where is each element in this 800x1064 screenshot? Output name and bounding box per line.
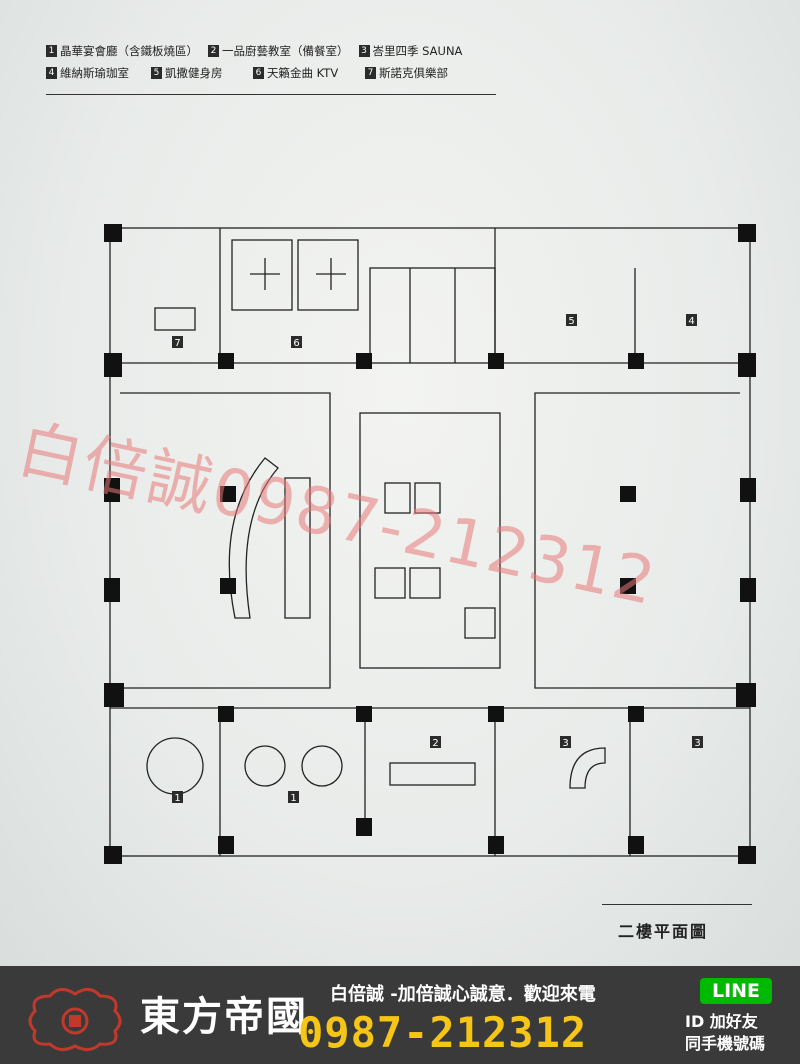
legend-num: 4 <box>46 67 57 79</box>
spiral-staircase <box>228 457 279 619</box>
room-marker-7: 7 <box>174 338 180 349</box>
round-table <box>301 745 343 787</box>
plan-title: 二樓平面圖 <box>602 900 752 948</box>
room-marker-3b: 3 <box>694 738 700 749</box>
room-marker-5: 5 <box>568 316 574 327</box>
east-hall-outline <box>534 392 740 689</box>
west-hall-outline <box>120 392 331 689</box>
brand-name: 東方帝國 <box>140 993 308 1040</box>
legend-label: 凱撒健身房 <box>165 66 223 80</box>
kitchen-counter <box>389 762 476 786</box>
line-badge[interactable]: LINE <box>700 978 772 1004</box>
legend-num: 1 <box>46 45 57 57</box>
outer-wall <box>109 227 751 857</box>
legend-num: 2 <box>208 45 219 57</box>
legend-num: 3 <box>358 45 370 57</box>
legend-num: 5 <box>151 67 162 79</box>
legend-label: 一品廚藝教室（備餐室） <box>222 44 349 58</box>
ktv-room-b <box>297 239 359 311</box>
room-marker-3a: 3 <box>562 738 568 749</box>
legend-label: 晶華宴會廳（含鐵板燒區） <box>60 44 198 58</box>
legend-label: 斯諾克俱樂部 <box>379 66 448 80</box>
line-phone-text: 同手機號碼 <box>685 1034 766 1053</box>
cloud-seal-logo-icon <box>28 988 122 1051</box>
plan-title-rule <box>602 904 752 905</box>
plan-title-text: 二樓平面圖 <box>618 922 709 941</box>
phone-number[interactable]: 0987-212312 <box>298 1008 588 1057</box>
contact-footer: 東方帝國 白倍誠 -加倍誠心誠意．歡迎來電 0987-212312 LINE I… <box>0 966 800 1064</box>
legend-num: 6 <box>253 67 264 79</box>
floor-plan-drawing: 7 6 5 4 1 1 2 3 3 <box>104 224 756 864</box>
agent-tagline: 白倍誠 -加倍誠心誠意．歡迎來電 <box>330 984 596 1005</box>
straight-staircase <box>284 477 311 619</box>
legend-label: 天籟金曲 KTV <box>267 66 339 80</box>
legend-divider <box>46 94 496 95</box>
legend-num: 7 <box>365 67 376 79</box>
room-marker-1a: 1 <box>174 793 180 804</box>
legend-label: 峇里四季 SAUNA <box>372 44 463 58</box>
elevator-core <box>359 412 501 669</box>
line-id-text: ID 加好友 <box>685 1012 758 1031</box>
room-marker-2: 2 <box>432 738 438 749</box>
room-marker-1b: 1 <box>290 793 296 804</box>
restroom-block <box>369 267 496 364</box>
round-table <box>146 737 204 795</box>
snooker-table <box>154 307 196 331</box>
sauna-stair <box>569 747 606 789</box>
round-table <box>244 745 286 787</box>
ktv-room-a <box>231 239 293 311</box>
room-marker-6: 6 <box>293 338 299 349</box>
room-marker-4: 4 <box>688 316 694 327</box>
legend-label: 維納斯瑜珈室 <box>60 66 129 80</box>
